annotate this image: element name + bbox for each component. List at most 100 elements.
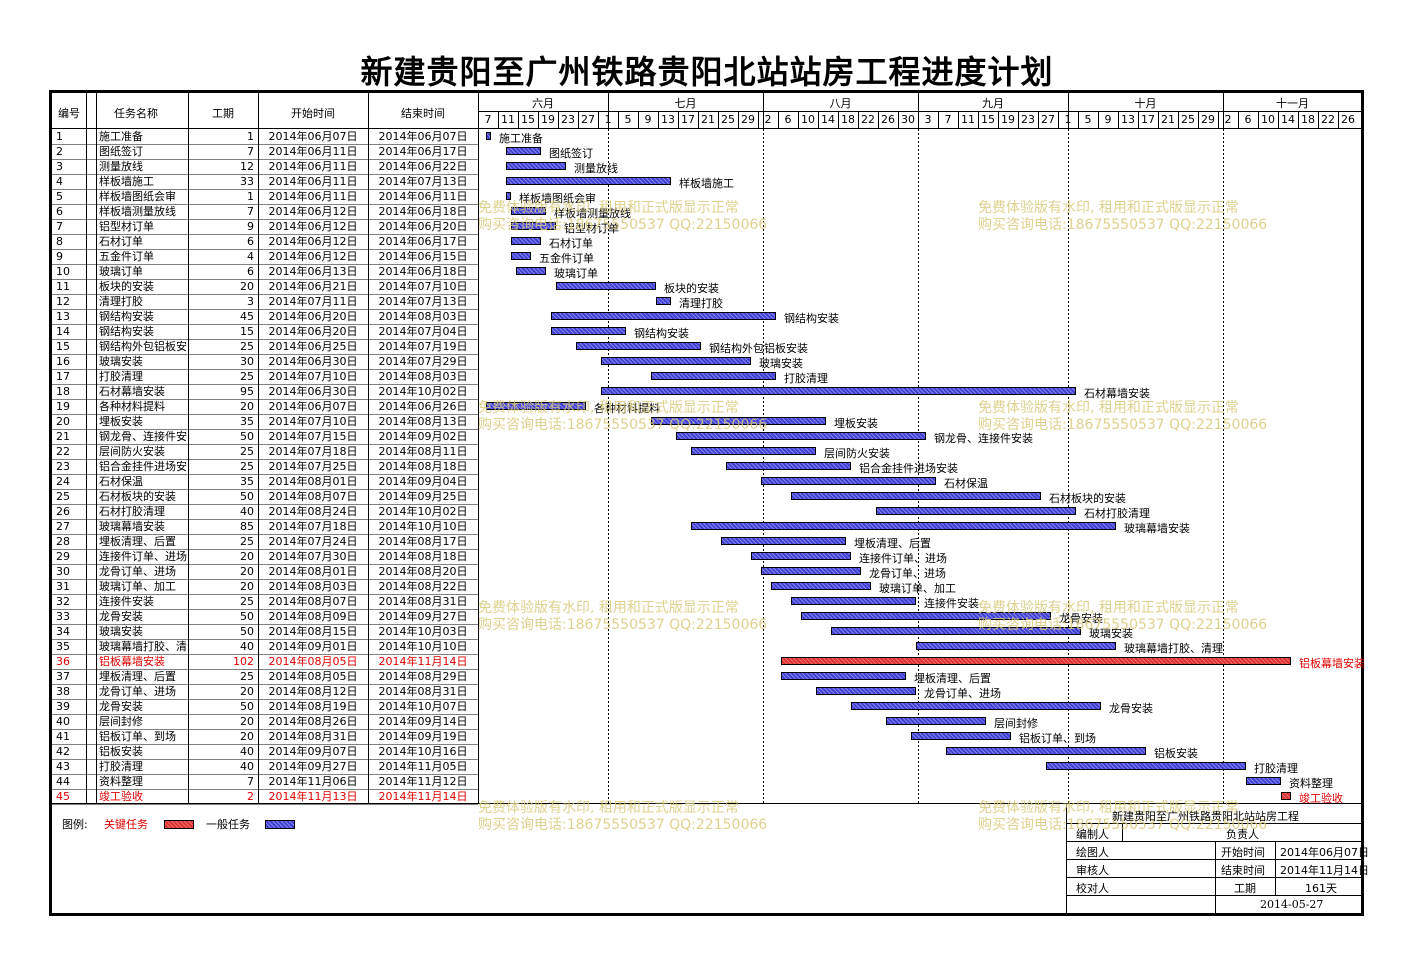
task-name: 龙骨安装 — [99, 700, 143, 713]
task-bar-label: 层间封修 — [994, 717, 1038, 730]
task-duration: 25 — [240, 460, 254, 473]
task-name: 打胶清理 — [99, 370, 143, 383]
task-end: 2014年06月17日 — [378, 145, 468, 158]
task-id: 12 — [56, 295, 70, 308]
task-bar — [791, 597, 916, 605]
gantt-frame — [49, 90, 1364, 916]
task-duration: 3 — [247, 295, 254, 308]
task-bar-label: 连接件订单、进场 — [859, 552, 947, 565]
day-label: 9 — [1104, 113, 1112, 126]
task-end: 2014年09月02日 — [378, 430, 468, 443]
task-duration: 33 — [240, 175, 254, 188]
chart-title: 新建贵阳至广州铁路贵阳北站站房工程进度计划 — [360, 53, 1054, 91]
watermark-line2: 购买咨询电话:18675550537 QQ:22150066 — [978, 217, 1268, 233]
task-duration: 50 — [240, 610, 254, 623]
task-name: 埋板安装 — [99, 415, 143, 428]
task-start: 2014年08月05日 — [268, 670, 358, 683]
task-duration: 25 — [240, 370, 254, 383]
task-id: 38 — [56, 685, 70, 698]
task-bar — [651, 417, 826, 425]
day-label: 29 — [741, 113, 755, 126]
month-label: 十一月 — [1276, 97, 1309, 110]
task-duration: 85 — [240, 520, 254, 533]
task-bar-label: 板块的安装 — [664, 282, 719, 295]
watermark: 免费体验版有水印, 租用和正式版显示正常购买咨询电话:18675550537 Q… — [978, 600, 1267, 634]
task-id: 19 — [56, 400, 70, 413]
task-id: 34 — [56, 625, 70, 638]
task-start: 2014年06月20日 — [268, 325, 358, 338]
task-start: 2014年08月07日 — [268, 595, 358, 608]
task-duration: 25 — [240, 445, 254, 458]
task-bar-label: 玻璃幕墙安装 — [1124, 522, 1190, 535]
task-name: 层间防火安装 — [99, 445, 165, 458]
task-bar — [486, 402, 586, 410]
task-bar — [831, 627, 1081, 635]
task-end: 2014年08月31日 — [378, 685, 468, 698]
task-bar — [506, 162, 566, 170]
task-name: 施工准备 — [99, 130, 143, 143]
watermark-line2: 购买咨询电话:18675550537 QQ:22150066 — [478, 617, 768, 633]
task-id: 42 — [56, 745, 70, 758]
task-id: 4 — [56, 175, 63, 188]
task-start: 2014年09月07日 — [268, 745, 358, 758]
task-name: 五金件订单 — [99, 250, 154, 263]
task-name: 玻璃安装 — [99, 625, 143, 638]
day-label: 18 — [841, 113, 855, 126]
watermark-line2: 购买咨询电话:18675550537 QQ:22150066 — [978, 417, 1268, 433]
header-name: 任务名称 — [114, 107, 158, 120]
task-end: 2014年06月20日 — [378, 220, 468, 233]
task-bar — [511, 237, 541, 245]
day-label: 27 — [1041, 113, 1055, 126]
header-end: 结束时间 — [401, 107, 445, 120]
task-duration: 20 — [240, 580, 254, 593]
watermark-line1: 免费体验版有水印, 租用和正式版显示正常 — [478, 200, 739, 216]
task-start: 2014年06月07日 — [268, 400, 358, 413]
day-label: 2 — [764, 113, 772, 126]
task-name: 埋板清理、后置 — [99, 535, 176, 548]
task-id: 44 — [56, 775, 70, 788]
day-label: 10 — [801, 113, 815, 126]
task-end: 2014年08月31日 — [378, 595, 468, 608]
task-duration: 25 — [240, 670, 254, 683]
day-label: 7 — [944, 113, 952, 126]
task-id: 31 — [56, 580, 70, 593]
task-end: 2014年07月29日 — [378, 355, 468, 368]
legend-critical-label: 关键任务 — [104, 818, 148, 831]
day-label: 3 — [924, 113, 932, 126]
task-start: 2014年08月26日 — [268, 715, 358, 728]
task-start: 2014年06月12日 — [268, 220, 358, 233]
task-bar-label: 铝板安装 — [1154, 747, 1198, 760]
task-start: 2014年07月10日 — [268, 370, 358, 383]
watermark-line1: 免费体验版有水印, 租用和正式版显示正常 — [978, 800, 1239, 816]
task-bar-label: 石材幕墙安装 — [1084, 387, 1150, 400]
task-bar — [656, 297, 671, 305]
day-label: 29 — [1201, 113, 1215, 126]
task-start: 2014年07月18日 — [268, 445, 358, 458]
task-bar — [876, 507, 1076, 515]
task-duration: 20 — [240, 715, 254, 728]
task-name: 铝板安装 — [99, 745, 143, 758]
watermark-line1: 免费体验版有水印, 租用和正式版显示正常 — [478, 400, 739, 416]
watermark: 免费体验版有水印, 租用和正式版显示正常购买咨询电话:18675550537 Q… — [478, 800, 767, 834]
task-bar-label: 钢结构外包铝板安装 — [709, 342, 808, 355]
task-name: 石材幕墙安装 — [99, 385, 165, 398]
day-label: 30 — [901, 113, 915, 126]
task-bar — [486, 132, 491, 140]
day-label: 21 — [1161, 113, 1175, 126]
watermark-line1: 免费体验版有水印, 租用和正式版显示正常 — [978, 200, 1239, 216]
task-start: 2014年08月19日 — [268, 700, 358, 713]
watermark-line1: 免费体验版有水印, 租用和正式版显示正常 — [478, 600, 739, 616]
task-bar — [506, 192, 511, 200]
task-bar — [771, 582, 871, 590]
task-end: 2014年10月02日 — [378, 505, 468, 518]
task-name: 龙骨订单、进场 — [99, 565, 176, 578]
task-name: 铝板订单、到场 — [99, 730, 176, 743]
task-end: 2014年07月13日 — [378, 175, 468, 188]
task-bar-label: 打胶清理 — [1254, 762, 1298, 775]
task-start: 2014年06月25日 — [268, 340, 358, 353]
header-duration: 工期 — [212, 107, 234, 120]
task-id: 33 — [56, 610, 70, 623]
task-bar-label: 玻璃订单 — [554, 267, 598, 280]
task-duration: 20 — [240, 550, 254, 563]
task-end: 2014年10月02日 — [378, 385, 468, 398]
